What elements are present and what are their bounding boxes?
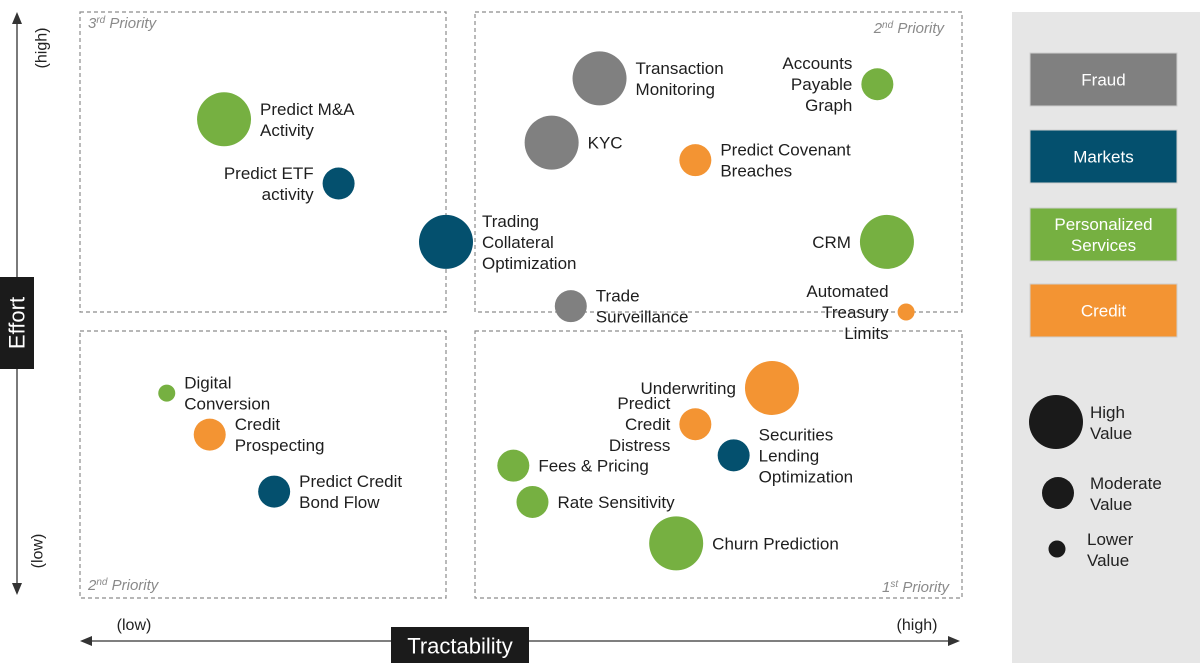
bubble-credit-prospecting[interactable] (193, 418, 226, 451)
bubble-label-churn-prediction: Churn Prediction (712, 534, 839, 553)
quadrant-label-top-left: 3rd Priority (88, 15, 158, 32)
quadrant-label-bottom-left: 2nd Priority (87, 577, 160, 594)
bubble-crm[interactable] (859, 214, 914, 269)
bubble-fees-pricing[interactable] (497, 449, 530, 482)
bubble-churn-prediction[interactable] (649, 516, 704, 571)
quadrant-bottom-right (474, 330, 963, 599)
legend-swatch-credit[interactable] (1029, 283, 1178, 338)
y-axis-high-label: (high) (34, 28, 51, 69)
bubble-predict-credit-distress[interactable] (679, 408, 712, 441)
quadrant-label-bottom-right: 1st Priority (882, 579, 950, 596)
bubble-predict-credit-bond-flow[interactable] (258, 475, 291, 508)
y-axis-arrow-down-icon (12, 583, 22, 595)
y-axis-low-label: (low) (30, 534, 47, 569)
legend-label-fraud: Fraud (1081, 70, 1125, 89)
bubble-accounts-payable-graph[interactable] (861, 68, 894, 101)
x-axis-high-label: (high) (897, 617, 938, 634)
quadrant-top-right (474, 11, 963, 313)
legend-label-markets: Markets (1073, 147, 1133, 166)
bubble-transaction-monitoring[interactable] (572, 51, 627, 106)
bubble-trading-collateral-optimization[interactable] (419, 214, 473, 269)
x-axis-title-bg (391, 627, 529, 663)
size-legend-moderate-value (1042, 477, 1074, 509)
bubble-label-rate-sensitivity: Rate Sensitivity (557, 492, 675, 511)
y-axis-title: Effort (5, 297, 30, 349)
size-legend-high-value (1029, 395, 1083, 449)
x-axis-title: Tractability (407, 634, 513, 659)
legend-swatch-markets[interactable] (1029, 129, 1178, 184)
bubble-predict-covenant-breaches[interactable] (679, 144, 712, 177)
quadrant-label-top-right: 2nd Priority (873, 20, 946, 37)
quadrant-bottom-left (79, 330, 447, 599)
bubble-trade-surveillance[interactable] (554, 290, 587, 323)
bubble-label-fees-pricing: Fees & Pricing (538, 456, 649, 475)
bubble-predict-etf-activity[interactable] (322, 167, 355, 200)
x-axis-arrow-left-icon (80, 636, 92, 646)
bubble-label-kyc: KYC (588, 133, 623, 152)
legend-label-credit: Credit (1081, 301, 1127, 320)
bubble-securities-lending-optimization[interactable] (717, 439, 750, 472)
bubble-automated-treasury-limits[interactable] (897, 303, 915, 321)
bubble-underwriting[interactable] (744, 360, 799, 415)
y-axis-arrow-up-icon (12, 12, 22, 24)
x-axis-low-label: (low) (117, 617, 152, 634)
legend-swatch-personalized-services[interactable] (1029, 207, 1178, 262)
bubble-digital-conversion[interactable] (158, 384, 176, 402)
bubble-label-underwriting: Underwriting (641, 378, 736, 397)
legend-swatch-fraud[interactable] (1029, 52, 1178, 107)
bubble-predict-m-a-activity[interactable] (197, 92, 252, 147)
bubble-rate-sensitivity[interactable] (516, 485, 549, 518)
quadrant-top-left (79, 11, 447, 313)
bubble-label-crm: CRM (812, 232, 851, 251)
y-axis-title-bg (0, 277, 34, 369)
bubble-kyc[interactable] (524, 115, 579, 170)
size-legend-lower-value (1048, 540, 1066, 558)
x-axis-arrow-right-icon (948, 636, 960, 646)
